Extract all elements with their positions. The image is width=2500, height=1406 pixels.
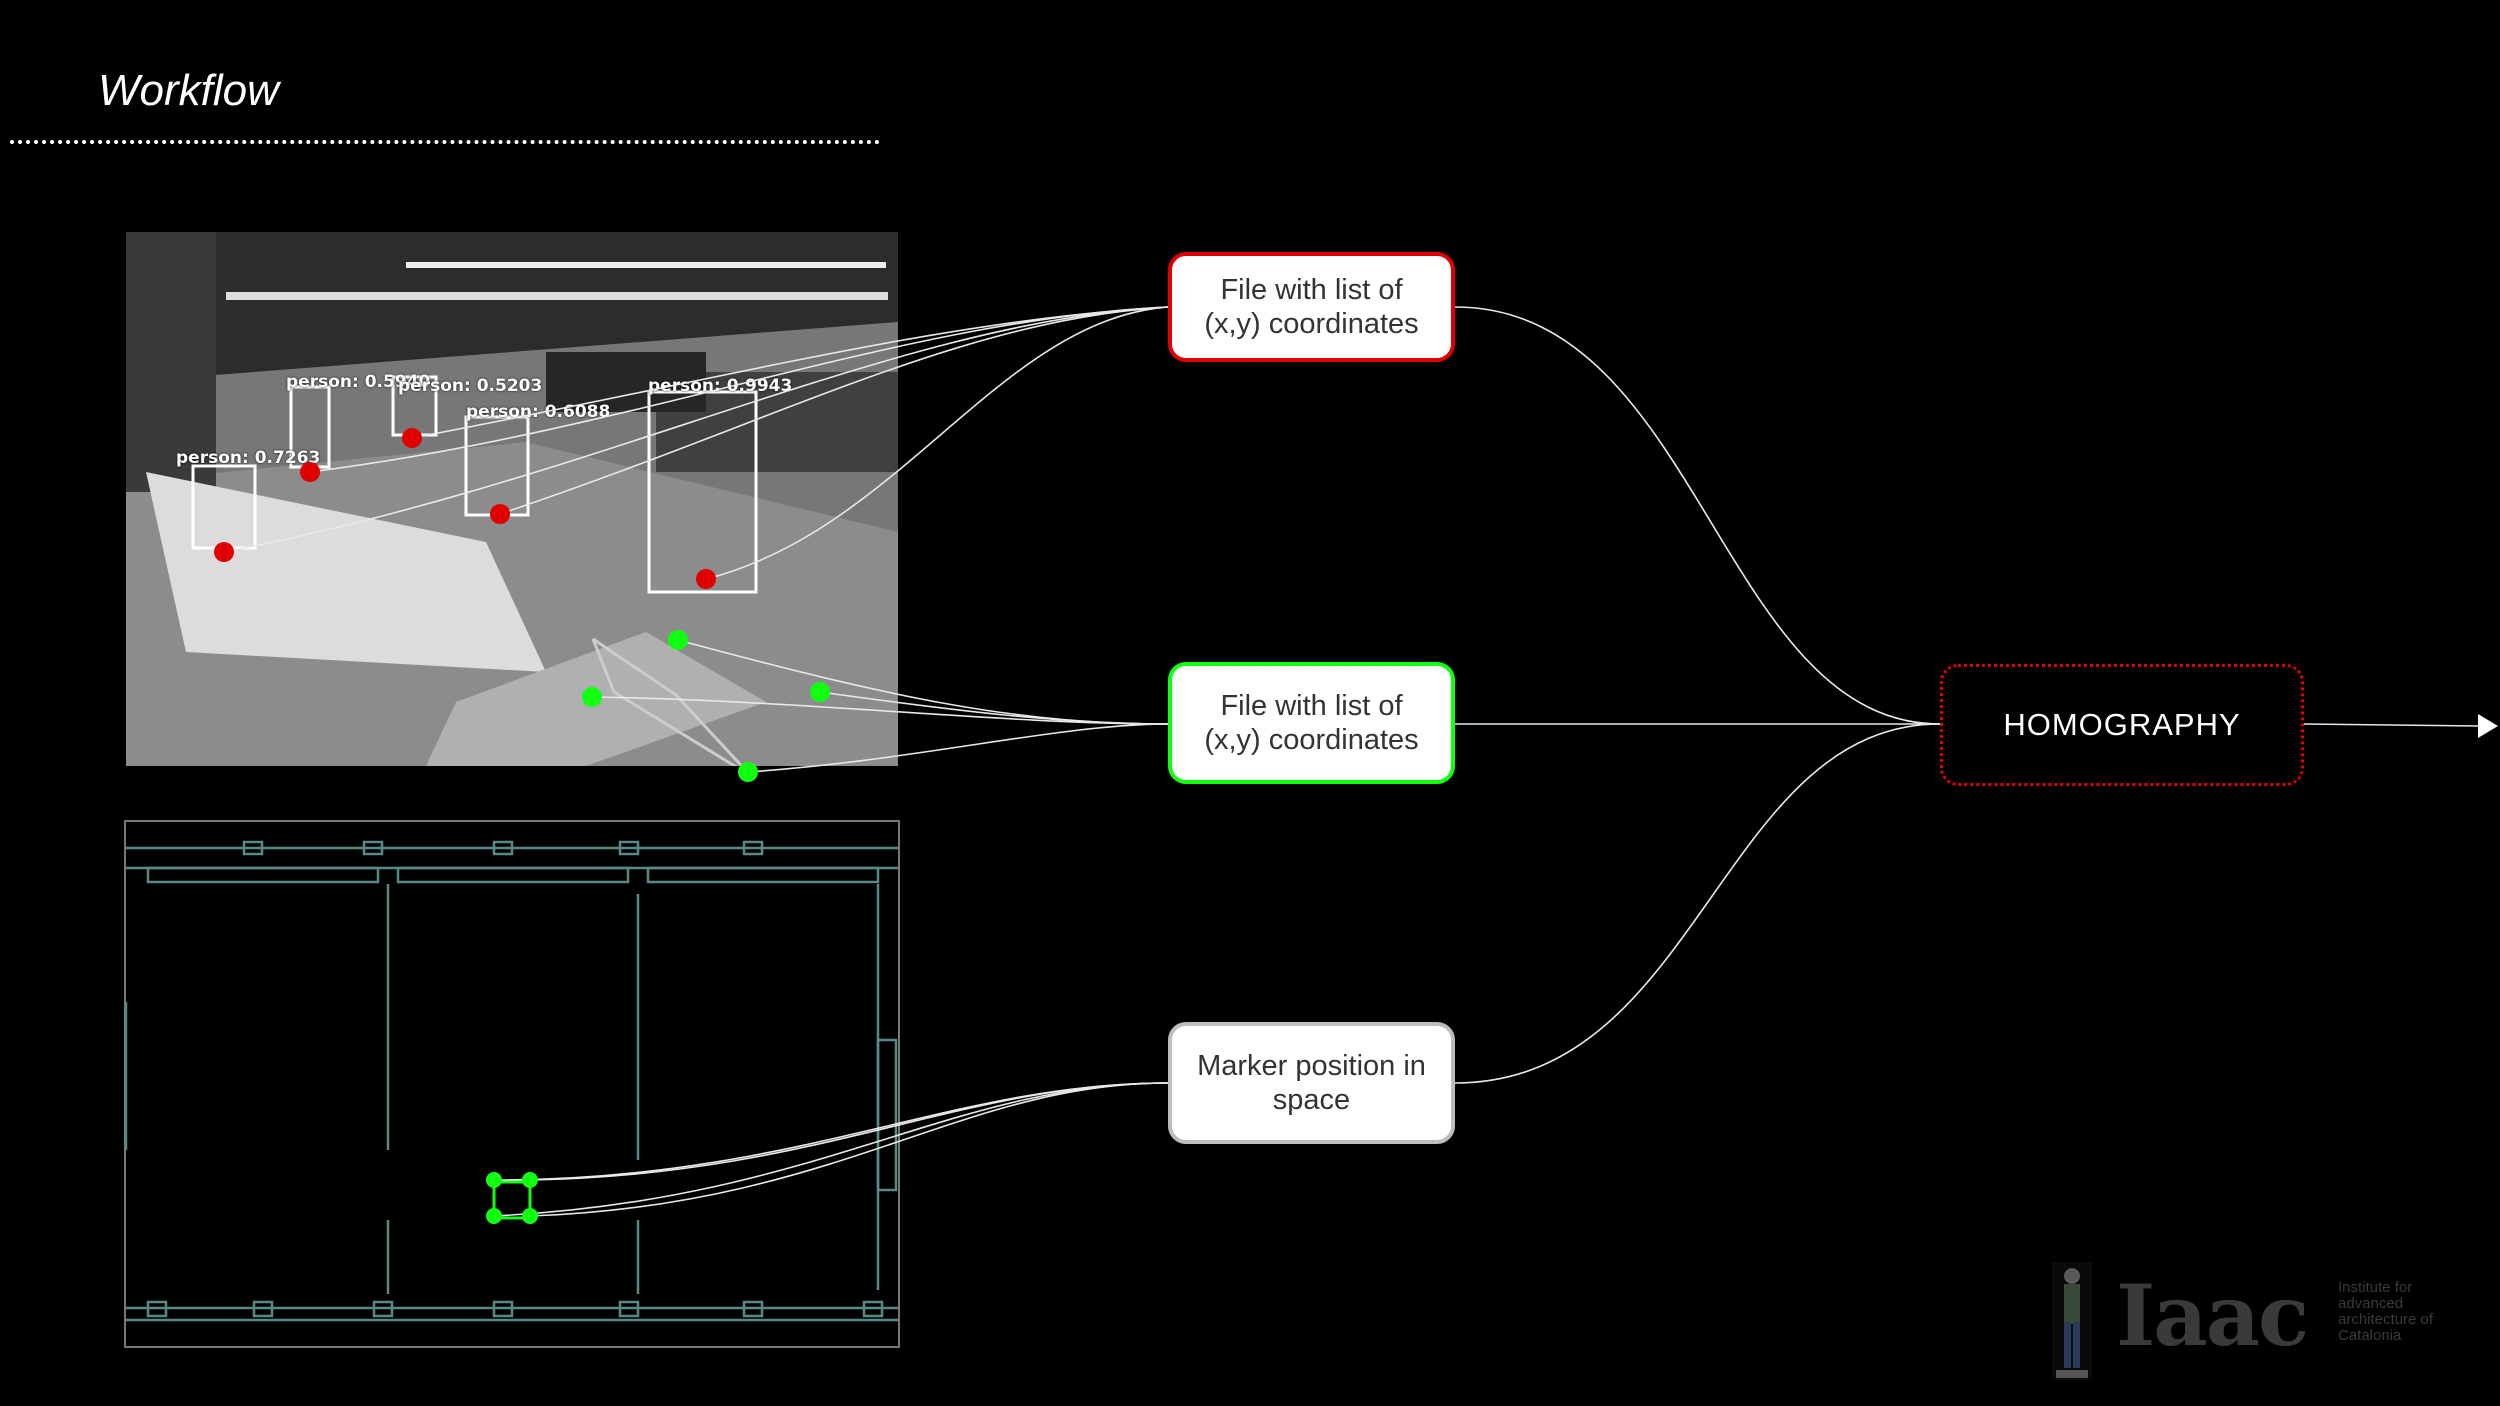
page-title: Workflow (98, 66, 279, 115)
homography-node: HOMOGRAPHY (1940, 664, 2304, 786)
detection-label: person: 0.6088 (466, 402, 611, 422)
red-coordinates-node: File with list of (x,y) coordinates (1168, 252, 1455, 362)
camera-scene (126, 232, 898, 766)
marker-position-node: Marker position in space (1168, 1022, 1455, 1144)
detection-label: person: 0.7263 (176, 448, 321, 468)
person-figure-icon (2052, 1262, 2092, 1380)
detection-label: person: 0.5203 (398, 376, 543, 396)
floor-plan (124, 820, 900, 1348)
green-coordinates-node: File with list of (x,y) coordinates (1168, 662, 1455, 784)
detection-label: person: 0.9943 (648, 376, 793, 396)
title-divider (10, 140, 880, 144)
iaac-logo: Iaac (2116, 1266, 2309, 1365)
logo-tagline: Institute for advanced architecture of C… (2338, 1279, 2434, 1344)
camera-frame: person: 0.5940 person: 0.5203 person: 0.… (126, 232, 898, 766)
